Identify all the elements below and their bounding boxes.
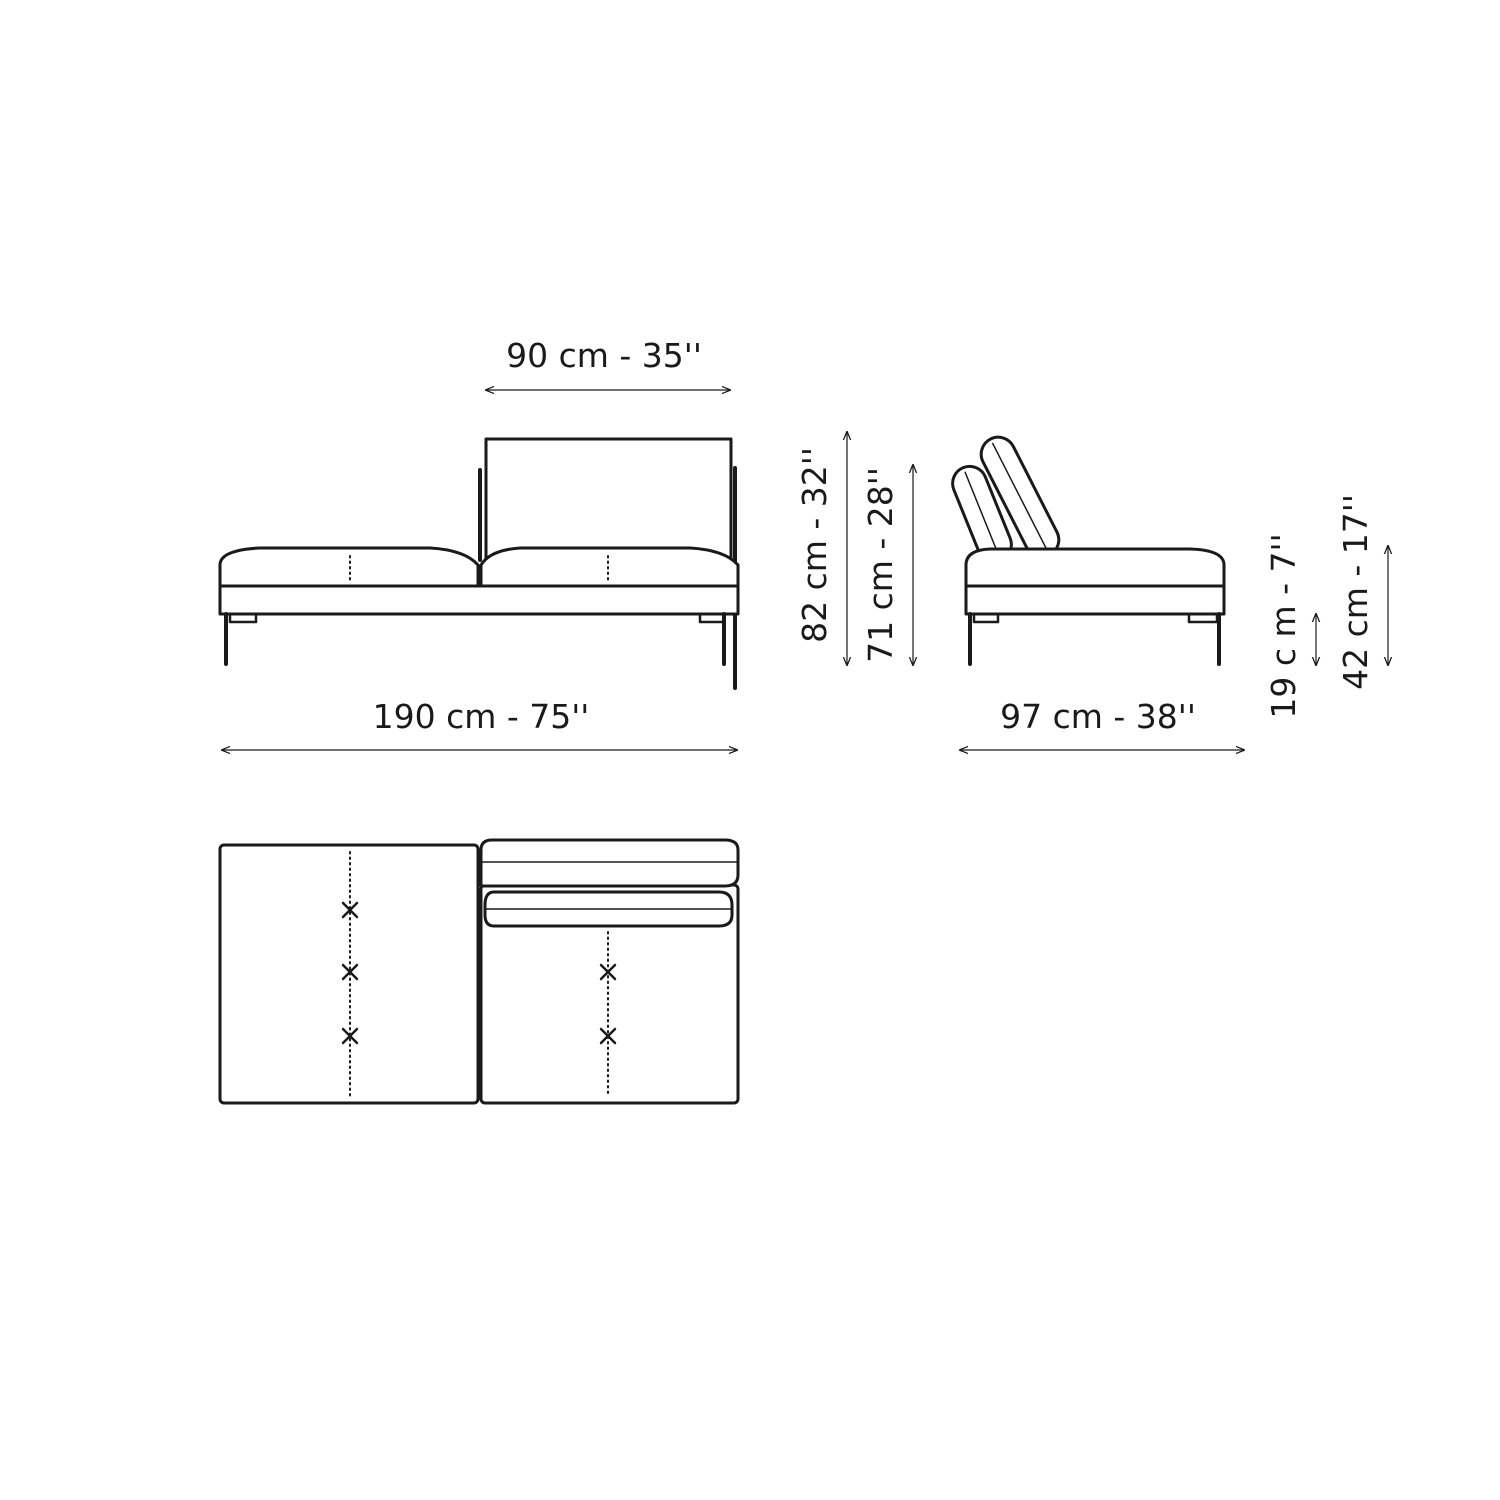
dimension-lines — [222, 390, 1388, 750]
tuft-button-icon — [341, 963, 359, 981]
label-leg-height: 19 c m - 7'' — [1264, 533, 1303, 718]
tuft-button-icon — [341, 901, 359, 919]
label-total-height: 82 cm - 32'' — [795, 447, 834, 643]
side-view — [951, 435, 1226, 666]
front-foot-left — [228, 612, 258, 624]
side-seat-cushion — [964, 547, 1226, 588]
side-base — [964, 584, 1226, 616]
dimension-labels: 90 cm - 35'' 190 cm - 75'' 97 cm - 38'' … — [373, 336, 1375, 736]
side-foot-back — [1187, 612, 1219, 624]
side-foot-front — [972, 612, 1000, 624]
label-depth: 97 cm - 38'' — [1000, 697, 1196, 736]
tuft-button-icon — [341, 1027, 359, 1045]
front-foot-right — [698, 612, 726, 624]
tuft-button-icon — [599, 963, 617, 981]
label-backrest-height: 71 cm - 28'' — [861, 467, 900, 663]
label-total-width: 190 cm - 75'' — [373, 697, 590, 736]
label-seat-height: 42 cm - 17'' — [1336, 494, 1375, 690]
label-backrest-width: 90 cm - 35'' — [506, 336, 702, 375]
top-view — [218, 838, 740, 1105]
top-back-cushion-rear — [479, 838, 740, 888]
front-view — [218, 437, 740, 690]
front-backrest — [484, 437, 733, 561]
top-buttons — [341, 901, 617, 1045]
front-seat-cushion-right — [479, 546, 740, 588]
front-base — [218, 584, 740, 616]
tuft-button-icon — [599, 1027, 617, 1045]
